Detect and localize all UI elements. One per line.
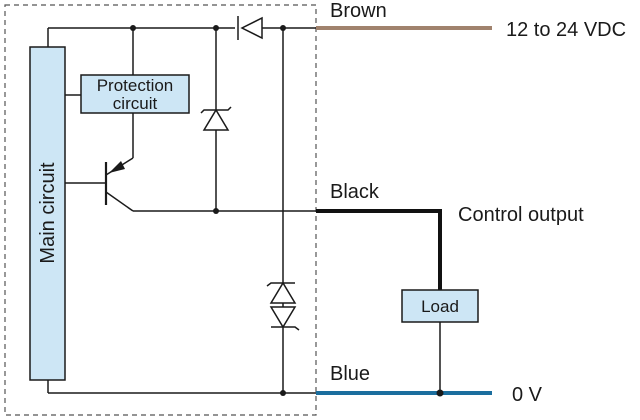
junction-dot — [213, 208, 219, 214]
brown-wire-label: Brown — [330, 0, 387, 22]
junction-dot — [213, 25, 219, 31]
junction-dot — [280, 390, 286, 396]
transistor-emitter-arrow-icon — [109, 161, 125, 173]
supply-voltage-label: 12 to 24 VDC — [506, 19, 626, 41]
zero-volt-label: 0 V — [512, 384, 543, 406]
zener-diode-bar — [200, 106, 232, 114]
zener-diode-icon — [202, 108, 230, 131]
surge-absorber-icon — [269, 281, 297, 304]
black-wire-label: Black — [330, 181, 380, 203]
junction-dot — [280, 25, 286, 31]
black-wire — [316, 209, 442, 290]
surge-absorber-icon — [269, 306, 297, 329]
surge-absorber-bar — [271, 326, 300, 331]
main-circuit-label: Main circuit — [37, 162, 59, 264]
control-output-label: Control output — [458, 204, 584, 226]
protection-circuit-label: Protection — [97, 76, 174, 95]
junction-dot — [436, 389, 444, 397]
blue-wire-label: Blue — [330, 363, 370, 385]
reverse-polarity-diode-icon — [240, 16, 263, 40]
surge-absorber-bar — [266, 282, 295, 287]
protection-circuit-block — [80, 74, 190, 114]
junction-dot — [130, 25, 136, 31]
protection-circuit-label: circuit — [113, 94, 158, 113]
transistor-collector-wire — [105, 191, 134, 212]
load-block — [401, 289, 479, 323]
load-label: Load — [421, 297, 459, 316]
